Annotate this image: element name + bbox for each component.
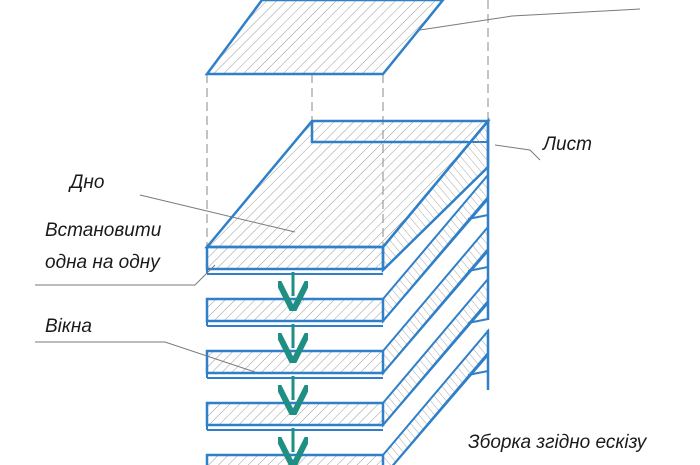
tray-layer <box>205 276 489 431</box>
stack-instruction-line1: Встановити <box>45 220 162 241</box>
sheet-label: Лист <box>543 134 592 155</box>
tray-layer <box>205 245 385 275</box>
bottom-label: Дно <box>70 172 105 193</box>
leader-lines <box>35 8 641 373</box>
stack-instruction-line2: одна на одну <box>45 252 160 273</box>
tray-layer <box>205 172 489 327</box>
top-sheet <box>204 0 445 76</box>
windows-label: Вікна <box>45 316 92 337</box>
assembly-caption: Зборка згідно ескізу <box>468 432 647 453</box>
